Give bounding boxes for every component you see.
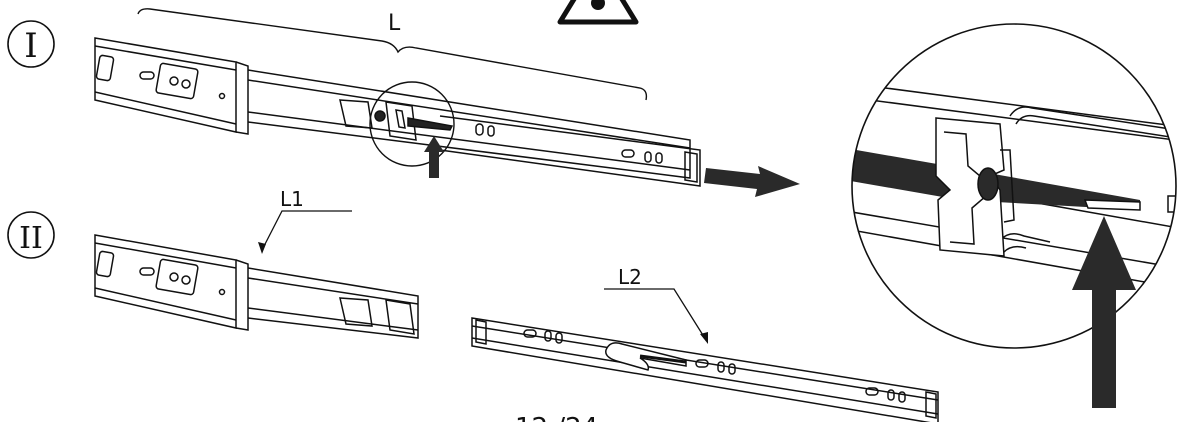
- step-2-label: II: [19, 221, 43, 256]
- detail-circle-marker: [369, 81, 455, 167]
- l1-label: L1: [280, 187, 304, 211]
- rail-assembly-extended: [94, 37, 701, 187]
- rail-part-l1: [94, 234, 419, 339]
- arrow-right-icon: [704, 166, 800, 197]
- step-2-marker: II: [7, 211, 55, 259]
- step-1-label: I: [24, 26, 37, 66]
- warning-triangle-icon: [557, 0, 639, 25]
- push-arrow-small: [424, 136, 444, 178]
- step-1-marker: I: [7, 20, 55, 68]
- page-number: 12 /24: [515, 413, 598, 422]
- l2-label: L2: [618, 265, 642, 289]
- length-brace: L: [137, 8, 648, 101]
- full-length-label: L: [388, 11, 401, 36]
- l2-leader: L2: [604, 265, 708, 344]
- arrow-up-icon: [1072, 216, 1136, 408]
- l1-leader: L1: [258, 187, 352, 254]
- magnified-detail: [851, 23, 1177, 349]
- rail-part-l2: [471, 317, 939, 422]
